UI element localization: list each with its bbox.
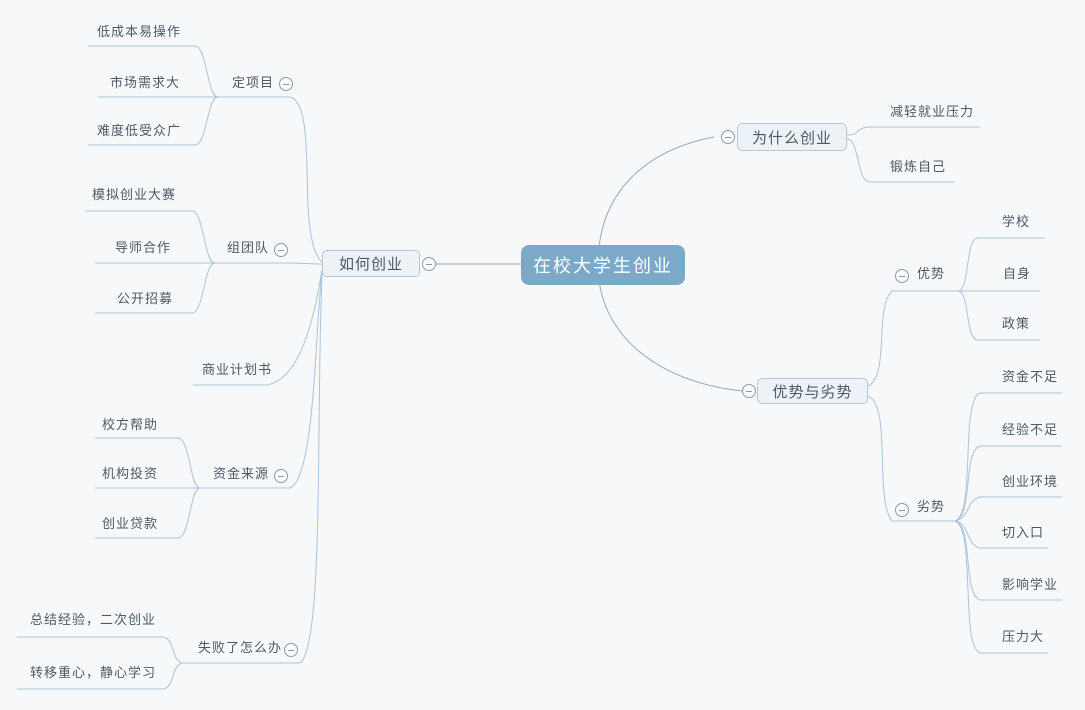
connector [299, 273, 323, 664]
node-startup-environment[interactable]: 创业环境 [1002, 475, 1059, 490]
collapse-icon-choose-project[interactable] [279, 77, 293, 91]
node-open-recruitment[interactable]: 公开招募 [117, 292, 174, 307]
connector [957, 237, 1045, 292]
node-why-start[interactable]: 为什么创业 [737, 123, 847, 151]
node-institution-investment[interactable]: 机构投资 [102, 467, 159, 482]
minus-bar [426, 263, 432, 265]
minus-bar [288, 649, 294, 651]
connector [286, 262, 323, 265]
node-lack-of-funds[interactable]: 资金不足 [1002, 370, 1059, 385]
minus-bar [899, 275, 905, 277]
minus-bar [725, 136, 731, 138]
node-shift-focus-study[interactable]: 转移重心，静心学习 [30, 666, 157, 681]
node-cons[interactable]: 劣势 [917, 500, 946, 515]
minus-bar [283, 83, 289, 85]
node-mentor-cooperation[interactable]: 导师合作 [115, 241, 172, 256]
connector [954, 520, 1048, 549]
connector [867, 290, 958, 387]
node-pros[interactable]: 优势 [917, 267, 946, 282]
collapse-icon-what-if-fail[interactable] [284, 643, 298, 657]
node-what-if-fail[interactable]: 失败了怎么办 [198, 641, 283, 656]
connector [95, 487, 201, 539]
node-funding-source[interactable]: 资金来源 [213, 467, 270, 482]
node-low-cost-easy[interactable]: 低成本易操作 [97, 25, 182, 40]
connector [88, 96, 219, 146]
minus-bar [278, 475, 284, 477]
node-build-team[interactable]: 组团队 [227, 241, 270, 256]
minus-bar [746, 390, 752, 392]
connector [85, 210, 216, 264]
collapse-icon-pros-cons[interactable] [742, 384, 756, 398]
collapse-icon-funding-source[interactable] [274, 469, 288, 483]
node-self[interactable]: 自身 [1003, 267, 1032, 282]
connector [266, 269, 323, 386]
collapse-icon-why-start[interactable] [721, 130, 735, 144]
connector [17, 636, 183, 664]
node-train-yourself[interactable]: 锻炼自己 [890, 160, 947, 175]
connector [846, 126, 980, 136]
collapse-icon-build-team[interactable] [274, 243, 288, 257]
node-startup-loan[interactable]: 创业贷款 [102, 517, 159, 532]
connector [846, 138, 955, 183]
node-affect-studies[interactable]: 影响学业 [1002, 578, 1059, 593]
node-pros-cons[interactable]: 优势与劣势 [757, 378, 868, 404]
node-entry-point[interactable]: 切入口 [1002, 526, 1045, 541]
node-high-pressure[interactable]: 压力大 [1002, 630, 1045, 645]
minus-bar [278, 249, 284, 251]
node-root[interactable]: 在校大学生创业 [521, 245, 685, 285]
node-lack-of-experience[interactable]: 经验不足 [1002, 423, 1059, 438]
node-reduce-employment-pressure[interactable]: 减轻就业压力 [890, 105, 975, 120]
node-school[interactable]: 学校 [1002, 215, 1031, 230]
collapse-icon-how-to-start[interactable] [422, 257, 436, 271]
node-summarize-retry[interactable]: 总结经验，二次创业 [30, 613, 157, 628]
connector [954, 392, 1062, 522]
connector [954, 496, 1062, 522]
connector [95, 437, 201, 489]
node-how-to-start[interactable]: 如何创业 [322, 250, 420, 277]
collapse-icon-cons[interactable] [895, 503, 909, 517]
node-policy[interactable]: 政策 [1002, 317, 1031, 332]
connector [289, 271, 323, 489]
connector [597, 136, 715, 266]
connector [95, 262, 216, 314]
node-business-plan[interactable]: 商业计划书 [202, 363, 273, 378]
node-low-difficulty-wide-audience[interactable]: 难度低受众广 [97, 124, 182, 139]
connector [289, 96, 323, 263]
node-school-help[interactable]: 校方帮助 [102, 418, 159, 433]
connector [954, 520, 1048, 654]
connector [88, 45, 219, 98]
node-choose-project[interactable]: 定项目 [232, 76, 275, 91]
connector [954, 520, 1062, 601]
node-simulation-contest[interactable]: 模拟创业大赛 [92, 188, 177, 203]
connector [17, 662, 183, 690]
collapse-icon-pros[interactable] [895, 269, 909, 283]
connector [867, 395, 955, 522]
connector [954, 445, 1062, 522]
connector [957, 290, 1040, 341]
connector [597, 264, 743, 392]
node-market-demand[interactable]: 市场需求大 [110, 76, 181, 91]
minus-bar [899, 509, 905, 511]
